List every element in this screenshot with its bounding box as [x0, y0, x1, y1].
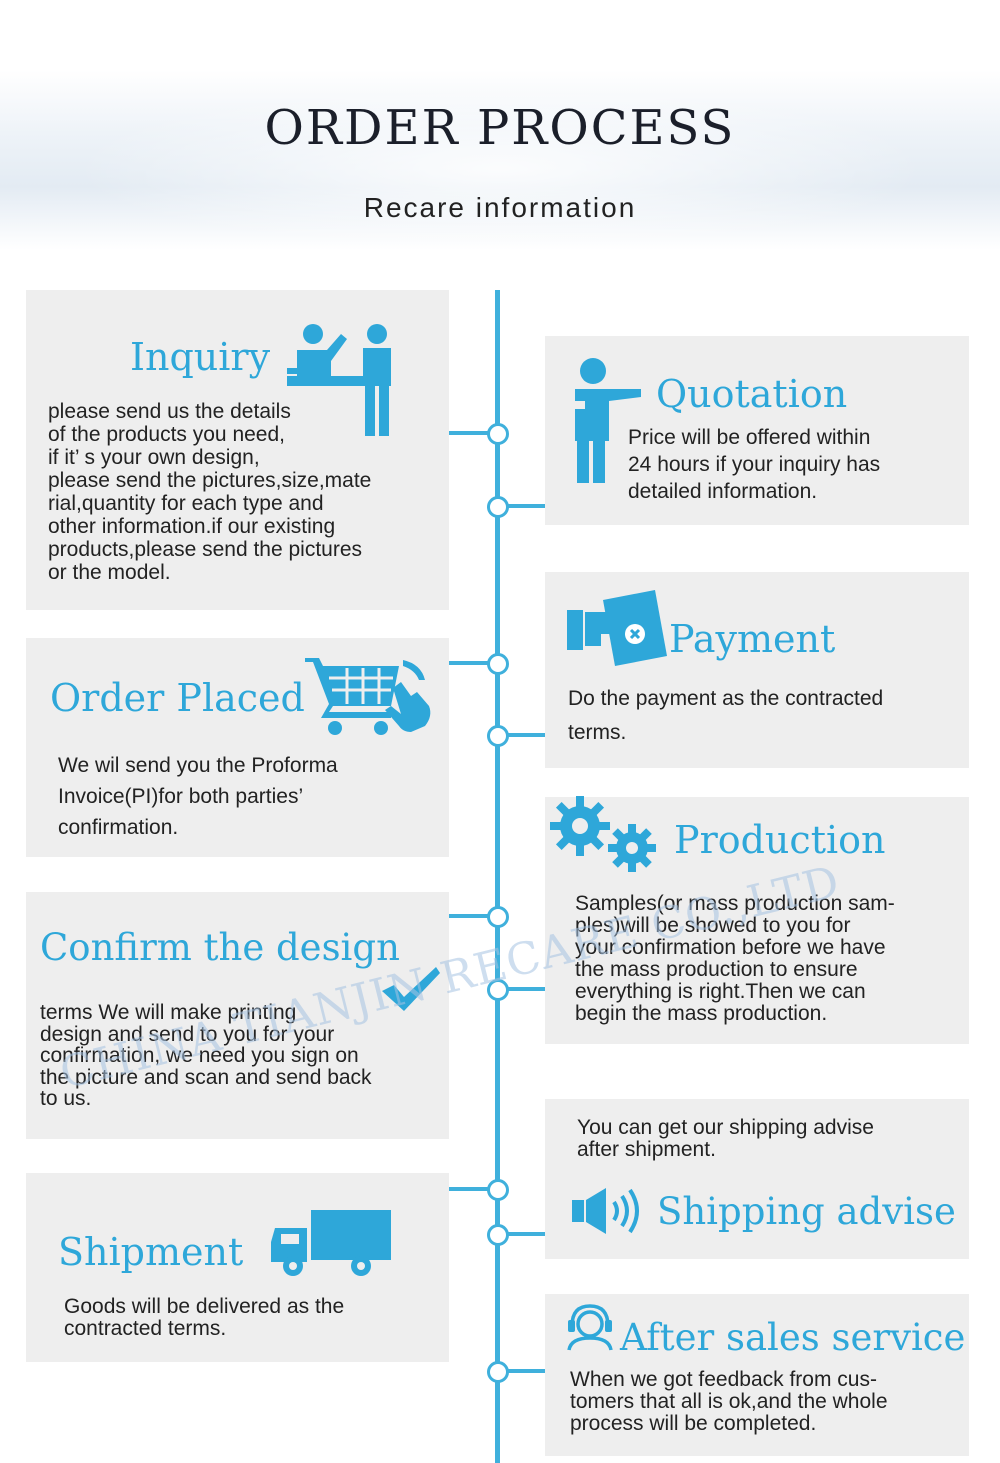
confirm-design-text: terms We will make printing design and s…	[40, 1001, 372, 1110]
headset-icon	[567, 1304, 613, 1351]
timeline-node	[487, 496, 509, 518]
timeline-node	[487, 979, 509, 1001]
production-title: Production	[674, 818, 886, 862]
payment-title: Payment	[669, 617, 836, 661]
card-shipping-advise	[545, 1099, 969, 1259]
connector	[497, 733, 545, 737]
connector	[449, 1187, 497, 1191]
shipping-advise-title: Shipping advise	[657, 1190, 956, 1233]
inquiry-text: please send us the details of the produc…	[48, 400, 372, 584]
gears-icon	[550, 796, 656, 872]
order-placed-text: We wil send you the Proforma Invoice(PI)…	[58, 754, 338, 839]
after-sales-text: When we got feedback from cus- tomers th…	[570, 1368, 888, 1435]
hand-card-payment-icon	[567, 590, 667, 666]
page-subtitle: Recare information	[363, 192, 637, 223]
connector	[497, 504, 545, 508]
truck-icon	[271, 1210, 391, 1276]
timeline-node	[487, 906, 509, 928]
inquiry-title: Inquiry	[130, 335, 271, 379]
checkmark-icon	[382, 967, 440, 1011]
connector	[449, 661, 497, 665]
production-text: Samples(or mass production sam- ples)wil…	[575, 892, 895, 1025]
card-production	[545, 797, 969, 1044]
shipping-advise-text: You can get our shipping advise after sh…	[577, 1116, 874, 1161]
card-quotation	[545, 336, 969, 525]
payment-text: Do the payment as the contracted terms.	[568, 687, 884, 744]
shopping-cart-icon	[305, 658, 431, 735]
connector	[449, 431, 497, 435]
after-sales-title: After sales service	[620, 1316, 966, 1359]
card-shipment	[26, 1173, 449, 1362]
header-background	[0, 70, 1000, 250]
quotation-title: Quotation	[656, 372, 848, 416]
connector	[497, 1369, 545, 1373]
confirm-design-title: Confirm the design	[40, 926, 400, 969]
timeline-node	[487, 1224, 509, 1246]
card-after-sales	[545, 1294, 969, 1456]
card-confirm-design	[26, 892, 449, 1139]
timeline-node	[487, 653, 509, 675]
shipment-title: Shipment	[58, 1230, 244, 1274]
timeline-node	[487, 1361, 509, 1383]
timeline-line	[495, 290, 500, 1463]
quotation-text: Price will be offered within 24 hours if…	[628, 426, 881, 503]
order-placed-title: Order Placed	[50, 676, 305, 720]
people-at-counter-icon	[287, 324, 391, 436]
timeline-node	[487, 1179, 509, 1201]
connector	[497, 1232, 545, 1236]
timeline-node	[487, 423, 509, 445]
timeline-node	[487, 725, 509, 747]
shipment-text: Goods will be delivered as the contracte…	[64, 1295, 345, 1340]
connector	[449, 914, 497, 918]
connector	[497, 987, 545, 991]
page-title: ORDER PROCESS	[264, 100, 736, 156]
person-pointing-icon	[569, 358, 641, 483]
speaker-icon	[572, 1188, 639, 1234]
